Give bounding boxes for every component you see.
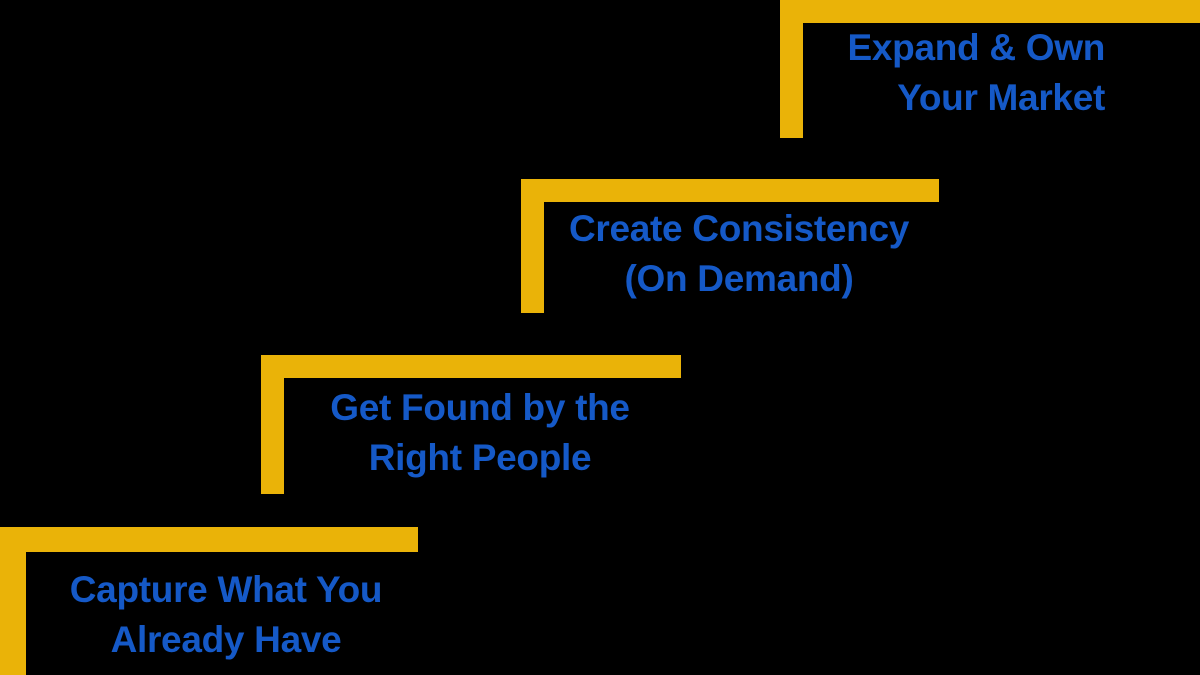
staircase-step-label-1: Expand & Own Your Market [847, 27, 1106, 118]
staircase-step-1[interactable]: Expand & Own Your Market [780, 0, 1200, 142]
step-bracket-horizontal-bar-2 [521, 179, 943, 206]
staircase-step-4[interactable]: Capture What You Already Have [0, 527, 422, 675]
staircase-step-label-2: Create Consistency (On Demand) [568, 208, 910, 299]
step-bracket-vertical-bar-3 [261, 355, 288, 498]
step-bracket-horizontal-bar-4 [0, 527, 422, 556]
step-bracket-horizontal-bar-1 [780, 0, 1200, 27]
step-bracket-vertical-bar-2 [521, 179, 548, 317]
staircase-step-label-4: Capture What You Already Have [69, 569, 383, 660]
step-bracket-vertical-bar-1 [780, 0, 807, 142]
staircase-step-label-3: Get Found by the Right People [330, 387, 630, 478]
step-bracket-vertical-bar-4 [0, 527, 30, 675]
staircase-step-2[interactable]: Create Consistency (On Demand) [521, 179, 943, 317]
step-bracket-horizontal-bar-3 [261, 355, 685, 382]
staircase-step-3[interactable]: Get Found by the Right People [261, 355, 685, 498]
